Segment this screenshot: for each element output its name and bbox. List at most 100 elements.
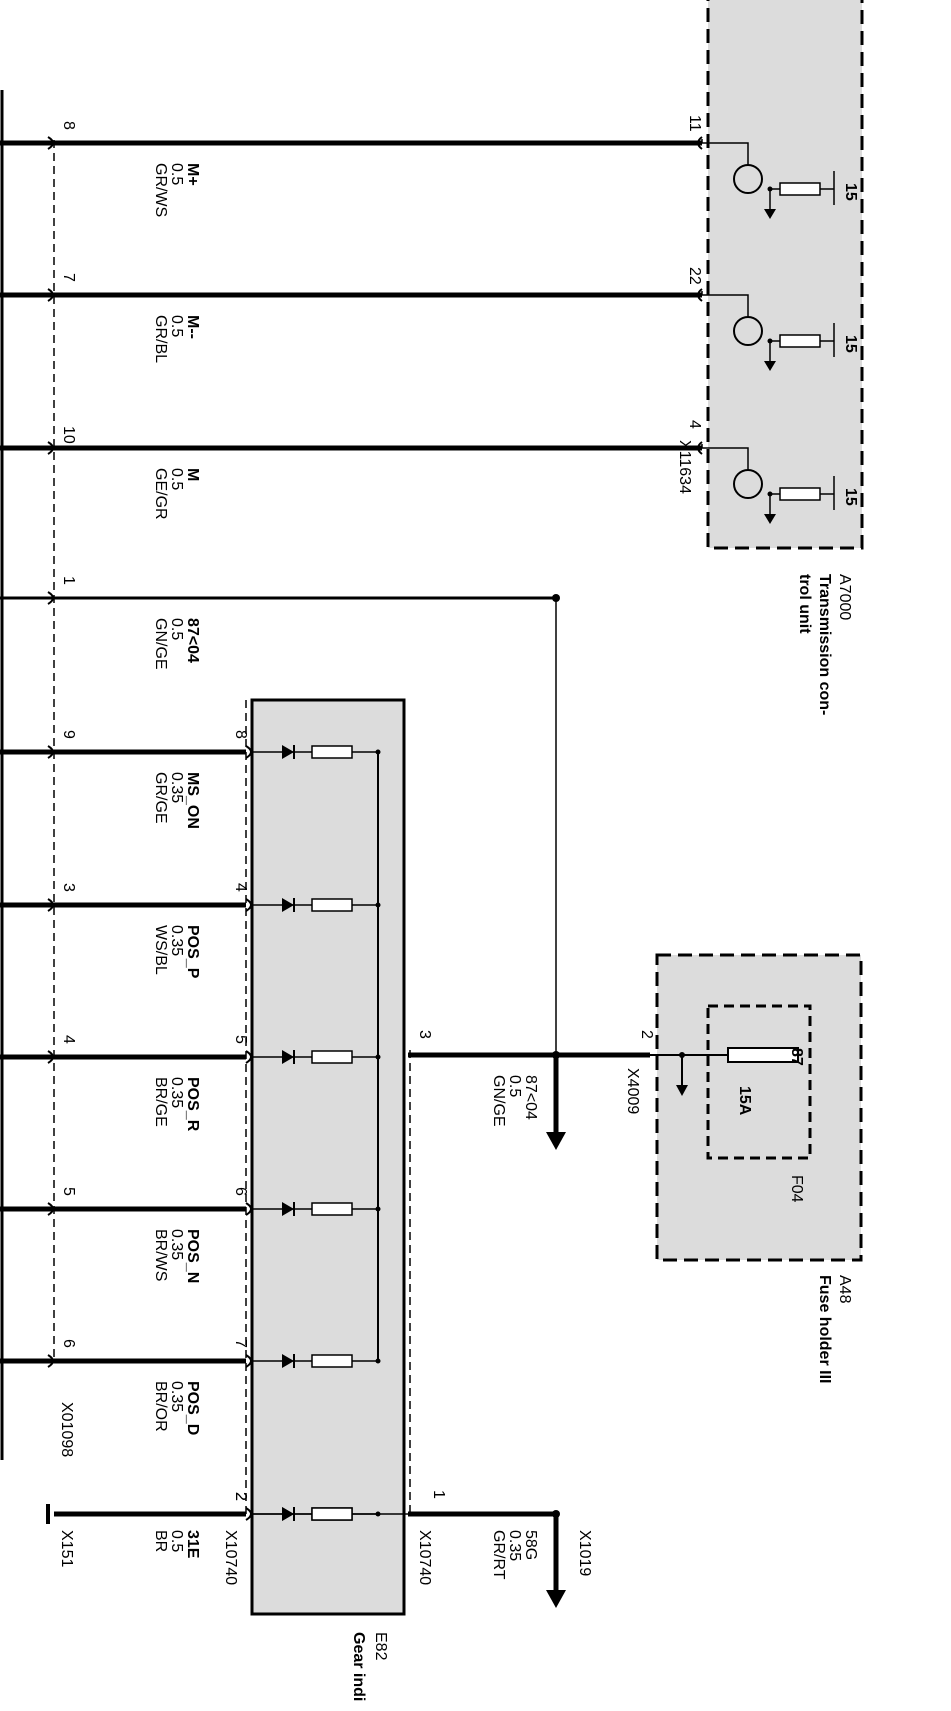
pin-hook-left: [47, 898, 54, 912]
wire-gauge-label: 0.35: [168, 925, 185, 956]
wire-color-label: GR/GE: [152, 772, 169, 824]
transistor-lead: [702, 294, 749, 317]
wire-color-label: WS/BL: [152, 925, 169, 975]
wire-signal-label: M+: [184, 163, 201, 186]
wire-gauge-label: 0.35: [168, 1381, 185, 1412]
wire-signal-label: POS_R: [184, 1077, 201, 1132]
x151-label: X151: [58, 1530, 75, 1567]
fuse-f04: [727, 1047, 799, 1063]
left-pin-number: 9: [60, 730, 77, 739]
wire-gauge-label: 0.5: [168, 618, 185, 640]
tcu-resistor-terminal: 15: [842, 488, 859, 506]
pin-hook-left: [47, 288, 54, 302]
left-pin-number: 10: [60, 426, 77, 444]
wire-signal-label: POS_D: [184, 1381, 201, 1435]
wires-layer: 8M+0.5GR/WS11157M--0.5GR/BL221510M0.5GE/…: [0, 115, 859, 1559]
feed-58g-signal: 58G: [522, 1530, 539, 1560]
e82-pin-hook: [245, 1507, 252, 1521]
fuse-holder-name: Fuse holder III: [816, 1275, 833, 1383]
x1019-label: X1019: [576, 1530, 593, 1576]
e82-pin-number: 4: [232, 883, 249, 892]
wire-gauge-label: 0.35: [168, 1077, 185, 1108]
fuse-inner-box: [706, 1004, 812, 1160]
tcu-id: A7000: [836, 574, 853, 620]
resistor-icon: [779, 487, 821, 501]
tcu-pin-hook: [697, 288, 703, 302]
gear-connector-left: X10740: [222, 1530, 239, 1585]
wire-signal-label: 87<04: [184, 618, 201, 663]
led-bus-node: [375, 1054, 381, 1060]
wire-color-label: GR/BL: [152, 315, 169, 363]
feed-58g-arrow: [546, 1590, 566, 1608]
supply-node: [552, 1051, 560, 1059]
x01098-label: X01098: [58, 1402, 75, 1457]
feed-58g-color: GR/RT: [490, 1530, 507, 1580]
fuse-id: F04: [788, 1175, 805, 1203]
led-diode-icon: [282, 745, 294, 759]
wire-signal-label: M: [184, 468, 201, 481]
fuse-holder-id: A48: [836, 1275, 853, 1304]
wire-color-label: BR: [152, 1530, 169, 1552]
e82-pin-hook: [245, 1354, 252, 1368]
pin-hook-left: [47, 441, 54, 455]
pin-hook-left: [47, 745, 54, 759]
left-pin-number: 6: [60, 1339, 77, 1348]
resistor-icon: [779, 334, 821, 348]
tcu-ground-arrow: [764, 209, 776, 219]
supply-color: GN/GE: [490, 1075, 507, 1127]
led-resistor-icon: [311, 1050, 353, 1064]
wire-color-label: BR/OR: [152, 1381, 169, 1432]
wire-gauge-label: 0.5: [168, 315, 185, 337]
tcu-connector-label: X11634: [676, 440, 693, 494]
led-diode-icon: [282, 898, 294, 912]
gear-connector-right: X10740: [416, 1530, 433, 1585]
e82-pin-number: 6: [232, 1187, 249, 1196]
tcu-resistor-terminal: 15: [842, 183, 859, 201]
left-pin-number: 7: [60, 273, 77, 282]
fuse-ground-arrow: [676, 1085, 688, 1096]
wire-gauge-label: 0.35: [168, 772, 185, 803]
wire-signal-label: MS_ON: [184, 772, 201, 829]
supply-signal: 87<04: [522, 1075, 539, 1120]
e82-pin-number: 2: [232, 1492, 249, 1501]
e82-pin-hook: [245, 1050, 252, 1064]
tcu-pin-number: 11: [686, 115, 703, 132]
led-bus-node: [375, 902, 381, 908]
pin-hook-left: [47, 1354, 54, 1368]
feed-58g-node: [552, 1510, 560, 1518]
e82-pin-hook: [245, 1202, 252, 1216]
feed-58g-gauge: 0.35: [506, 1530, 523, 1561]
pin-hook-left: [47, 1050, 54, 1064]
led-bus-node: [375, 1358, 381, 1364]
wire-gauge-label: 0.5: [168, 468, 185, 490]
e82-pin-number: 5: [232, 1035, 249, 1044]
resistor-icon: [779, 182, 821, 196]
supply-e82-pin: 3: [416, 1030, 433, 1039]
led-resistor-icon: [311, 1354, 353, 1368]
tcu-ground-arrow: [764, 361, 776, 371]
transistor-lead: [702, 142, 749, 165]
left-pin-number: 1: [60, 576, 77, 585]
pin-hook-left: [47, 1202, 54, 1216]
tcu-name: Transmission con-: [816, 574, 833, 715]
led-resistor-icon: [311, 898, 353, 912]
ground-led-icon: [282, 1507, 294, 1521]
wire-gauge-label: 0.5: [168, 1530, 185, 1552]
fuse-holder-box: [655, 953, 863, 1262]
pin-hook-left: [47, 136, 54, 150]
tcu-name-line2: trol unit: [796, 574, 813, 634]
wire-signal-label: 31E: [184, 1530, 201, 1559]
tcu-ground-arrow: [764, 514, 776, 524]
fuse-terminal: 87: [788, 1048, 805, 1066]
fuse-out-pin: 2: [638, 1030, 655, 1039]
led-diode-icon: [282, 1354, 294, 1368]
transistor-lead: [702, 447, 749, 470]
tcu-pin-hook: [697, 136, 703, 150]
fuse-rating: 15A: [736, 1086, 753, 1116]
feed-58g-pin: 1: [430, 1490, 447, 1499]
tcu-pin-hook: [697, 441, 703, 455]
tcu-pin-number: 4: [686, 420, 703, 429]
wire-gauge-label: 0.35: [168, 1229, 185, 1260]
wire-signal-label: M--: [184, 315, 201, 339]
ground-pin-number: 2: [232, 1492, 249, 1501]
